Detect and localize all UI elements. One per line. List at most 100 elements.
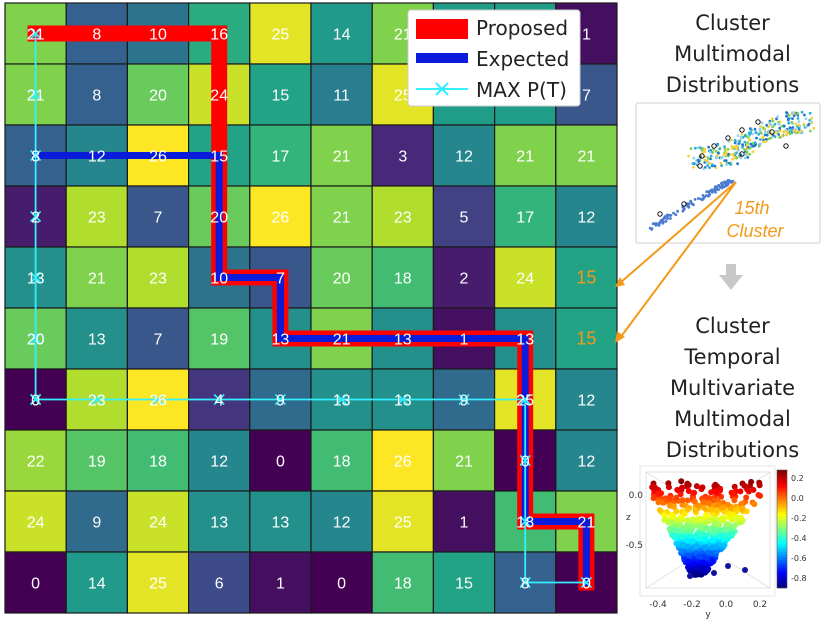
plot3d-point	[655, 497, 662, 503]
scatter-point	[795, 131, 798, 135]
plot3d-point	[700, 558, 707, 565]
scatter-point	[784, 128, 788, 132]
plot3d-point	[726, 514, 733, 520]
scatter-point	[718, 147, 722, 151]
plot3d-point	[687, 538, 694, 544]
scatter-point	[725, 161, 729, 165]
scatter-point	[759, 125, 762, 128]
grid-cell	[432, 551, 496, 614]
colorbar-segment	[777, 562, 787, 565]
plot3d-point	[690, 521, 697, 528]
scatter-point	[685, 202, 688, 206]
grid-value: 1	[460, 332, 469, 349]
grid-value: 2	[31, 210, 40, 227]
scatter-point	[726, 183, 729, 186]
plot3d-point	[663, 509, 670, 516]
colorbar-segment	[777, 510, 787, 513]
centroid-marker	[699, 153, 705, 159]
plot3d-point	[675, 534, 682, 541]
plot3d-point	[692, 567, 699, 574]
centroid-marker	[769, 129, 775, 135]
plot3d-point	[728, 525, 735, 532]
plot3d-point	[703, 499, 710, 506]
plot3d-point	[666, 525, 673, 532]
scatter-point	[763, 133, 767, 137]
plot3d-point	[690, 571, 697, 578]
plot3d-point	[678, 547, 685, 554]
plot3d-point	[684, 523, 691, 530]
grid-value: 18	[149, 454, 167, 471]
scatter-point	[710, 188, 714, 192]
scatter-point	[744, 133, 747, 137]
plot3d-point	[682, 547, 689, 554]
plot3d-point	[693, 567, 700, 574]
plot3d-point	[686, 546, 693, 553]
plot3d-point	[703, 555, 710, 562]
colorbar-segment	[777, 522, 787, 525]
plot3d-point	[701, 505, 708, 512]
plot3d-point	[702, 535, 709, 542]
scatter-point	[761, 136, 765, 140]
plot3d-point	[668, 528, 674, 535]
plot3d-point	[709, 506, 716, 512]
scatter-point	[798, 130, 802, 134]
plot3d-point	[670, 531, 676, 538]
scatter-point	[722, 185, 726, 189]
scatter-point	[759, 142, 762, 146]
plot3d-point	[685, 528, 692, 534]
scatter-point	[749, 145, 753, 149]
colorbar-tick-label: -0.8	[791, 574, 807, 583]
plot3d-point	[704, 538, 711, 545]
scatter-point	[781, 134, 785, 137]
plot3d-point	[701, 560, 708, 567]
plot3d-point	[731, 523, 738, 530]
expected-path	[32, 152, 590, 586]
grid-value: 20	[333, 271, 351, 288]
scatter-point	[729, 161, 733, 165]
scatter-point	[770, 117, 774, 120]
scatter-point	[778, 136, 782, 139]
plot3d-point	[726, 526, 733, 533]
plot3d-point	[688, 570, 695, 576]
plot3d-point	[730, 490, 737, 497]
plot3d-point	[703, 507, 710, 514]
plot3d-point	[703, 551, 710, 558]
plot3d-point	[655, 499, 662, 506]
plot3d-point	[697, 523, 704, 530]
plot3d-point	[712, 554, 719, 561]
scatter-point	[715, 185, 719, 189]
scatter-point	[704, 160, 708, 163]
grid-cell	[310, 63, 373, 126]
max-pt-marker	[519, 454, 531, 467]
colorbar-segment	[777, 530, 787, 533]
colorbar-segment	[777, 560, 787, 563]
scatter-point	[689, 200, 693, 204]
plot3d-point	[675, 497, 682, 504]
plot3d-point	[699, 526, 706, 532]
plot3d-point	[699, 567, 706, 574]
grid-value: 1	[276, 576, 285, 593]
scatter-point	[697, 160, 701, 164]
plot3d-point	[694, 518, 701, 525]
colorbar-segment	[777, 550, 787, 553]
plot3d-cloud	[649, 478, 764, 579]
plot3d-point	[692, 562, 698, 569]
plot3d-point	[686, 505, 693, 511]
scatter-point	[740, 132, 744, 136]
plot3d-point	[673, 523, 679, 530]
plot3d-point	[671, 497, 678, 504]
scatter-point	[663, 215, 667, 218]
grid-cell	[432, 124, 496, 187]
plot3d-point	[715, 490, 722, 497]
scatter-point	[696, 158, 700, 162]
plot3d-point	[703, 566, 710, 573]
plot3d-point	[698, 564, 705, 571]
plot3d-point	[728, 515, 735, 522]
grid-value: 18	[394, 576, 412, 593]
scatter-point	[650, 227, 654, 231]
plot3d-point	[702, 520, 709, 527]
plot3d-point	[730, 513, 736, 520]
plot3d-point	[704, 564, 711, 571]
plot3d-point	[705, 518, 712, 525]
scatter-point	[707, 190, 711, 194]
